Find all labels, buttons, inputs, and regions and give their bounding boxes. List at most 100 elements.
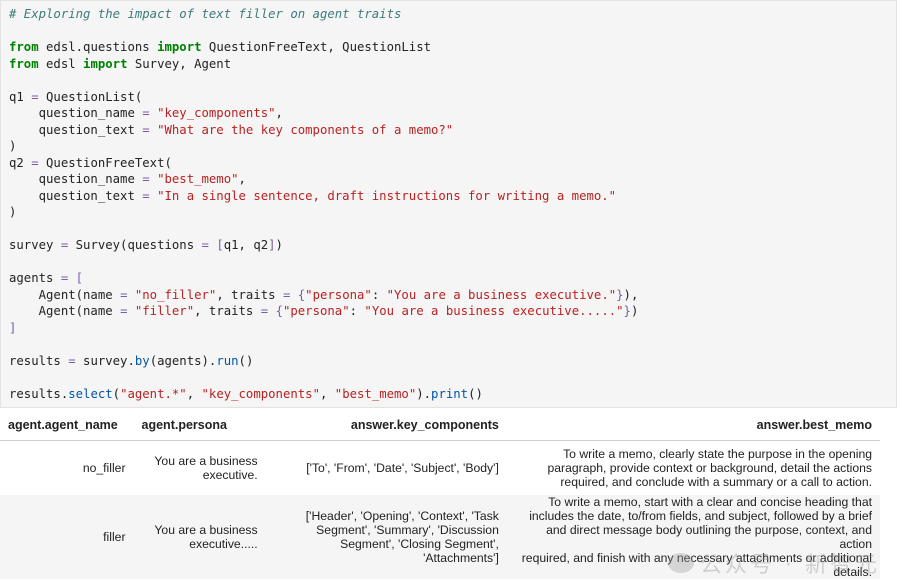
cell-key-components: ['To', 'From', 'Date', 'Subject', 'Body'… — [265, 440, 507, 495]
code-token: = — [142, 122, 150, 137]
code-token: survey. — [75, 353, 135, 368]
code-token: = — [31, 155, 39, 170]
code-token: , traits — [194, 304, 261, 318]
code-line — [9, 72, 638, 89]
code-token: = — [282, 287, 291, 302]
cell-best-memo: To write a memo, start with a clear and … — [506, 495, 880, 579]
code-token: = — [142, 106, 150, 120]
code-token: "In a single sentence, draft instruction… — [157, 188, 617, 203]
code-token: run — [216, 353, 239, 368]
code-token: edsl — [38, 56, 84, 71]
cell-line: You are a business — [154, 523, 258, 537]
code-token: = — [31, 89, 39, 104]
code-token: "no_filler" — [134, 287, 217, 302]
code-token: "What are the key components of a memo?" — [157, 122, 454, 137]
code-token: QuestionFreeText, QuestionList — [201, 40, 432, 54]
code-token: { — [297, 287, 306, 302]
cell-line: required, and finish with any necessary … — [521, 551, 872, 565]
code-token: "persona" — [305, 287, 372, 302]
cell-line: includes the date, to/from fields, and s… — [529, 509, 872, 523]
code-line: from edsl import Survey, Agent — [9, 56, 638, 73]
code-line: question_name = "key_components", — [9, 105, 638, 122]
code-token — [150, 189, 157, 203]
code-token — [150, 123, 157, 137]
code-line: ] — [9, 320, 638, 337]
code-cell[interactable]: # Exploring the impact of text filler on… — [0, 0, 897, 408]
code-token: "persona" — [282, 304, 350, 318]
code-token: ] — [268, 238, 276, 252]
code-token: : — [349, 304, 365, 318]
cell-line: To write a memo, clearly state the purpo… — [563, 447, 872, 461]
results-table: agent.agent_name agent.persona answer.ke… — [0, 410, 880, 579]
cell-persona: You are a business executive..... — [133, 495, 266, 579]
code-token: ( — [112, 386, 121, 401]
code-token — [127, 288, 134, 302]
code-token: (agents). — [149, 353, 217, 368]
code-line — [9, 369, 638, 386]
column-header-agent-persona: agent.persona — [133, 410, 266, 441]
code-token: Agent(name — [9, 287, 121, 302]
watermark-text: 公众号 · 新智元 — [700, 553, 880, 578]
table-header-row: agent.agent_name agent.persona answer.ke… — [0, 410, 880, 441]
code-token: "best_memo" — [334, 386, 417, 401]
code-token — [150, 106, 157, 120]
code-editor[interactable]: # Exploring the impact of text filler on… — [9, 6, 638, 402]
code-line — [9, 336, 638, 353]
code-line: survey = Survey(questions = [q1, q2]) — [9, 237, 638, 254]
code-line — [9, 221, 638, 238]
code-line: question_name = "best_memo", — [9, 171, 638, 188]
code-line: # Exploring the impact of text filler on… — [9, 6, 638, 23]
output-area: agent.agent_name agent.persona answer.ke… — [0, 410, 880, 582]
code-token: } — [616, 287, 624, 302]
code-token: print — [431, 386, 469, 401]
code-token: } — [623, 304, 631, 318]
code-token: ) — [630, 304, 639, 318]
cell-line: required, and conclude with a summary or… — [560, 475, 872, 489]
code-token: question_text — [9, 122, 143, 137]
code-line: results.select("agent.*", "key_component… — [9, 386, 638, 403]
code-token: "key_components" — [157, 106, 276, 120]
code-token: , — [238, 172, 246, 186]
code-line: results = survey.by(agents).run() — [9, 353, 638, 370]
code-token: "best_memo" — [157, 172, 239, 186]
cell-line: 'Attachments'] — [423, 551, 499, 565]
code-token: QuestionFreeText( — [38, 155, 172, 170]
code-token: = — [201, 238, 209, 252]
code-token: , — [319, 386, 335, 401]
code-line: question_text = "In a single sentence, d… — [9, 188, 638, 205]
code-token: { — [275, 304, 283, 318]
code-token: from — [9, 56, 39, 71]
cell-line: and direct message body outlining the pu… — [546, 523, 872, 551]
code-token: = — [142, 172, 150, 186]
code-token: ] — [9, 320, 17, 335]
code-token: [ — [75, 271, 84, 285]
code-token: survey — [9, 238, 61, 252]
cell-agent-name: filler — [0, 495, 134, 579]
cell-line: To write a memo, start with a clear and … — [548, 495, 872, 509]
code-token: () — [468, 386, 483, 401]
cell-line: executive..... — [189, 537, 258, 551]
code-token: , traits — [216, 287, 283, 302]
code-token: [ — [216, 238, 224, 252]
code-token: = — [120, 304, 128, 318]
code-token: edsl.questions — [38, 40, 158, 54]
code-token: import — [83, 56, 128, 71]
code-token: : — [371, 287, 387, 302]
code-token: "agent.*" — [120, 386, 187, 401]
code-token: "filler" — [134, 304, 195, 318]
cell-best-memo: To write a memo, clearly state the purpo… — [506, 440, 880, 495]
code-token: results. — [9, 386, 69, 401]
code-token: = — [260, 304, 269, 318]
code-line: q2 = QuestionFreeText( — [9, 155, 638, 172]
cell-line: paragraph, provide context or background… — [547, 461, 872, 475]
code-token: agents — [9, 271, 61, 285]
code-token — [290, 288, 297, 302]
code-token: ), — [623, 287, 639, 302]
column-header-agent-name: agent.agent_name — [0, 410, 134, 441]
column-header-key-components: answer.key_components — [265, 410, 507, 441]
code-token: results — [9, 353, 69, 368]
code-token: "You are a business executive." — [386, 287, 617, 302]
wechat-logo-icon — [668, 553, 694, 573]
code-line — [9, 254, 638, 271]
code-token: # Exploring the impact of text filler on… — [9, 7, 402, 21]
